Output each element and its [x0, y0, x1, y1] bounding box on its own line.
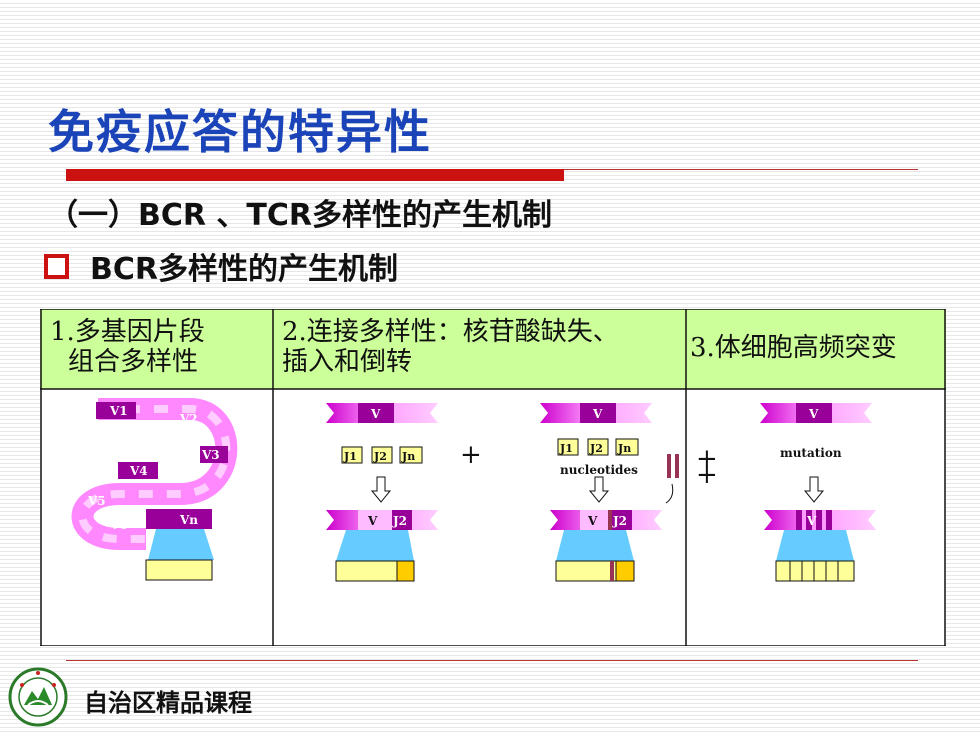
vj-j-segment-b	[612, 510, 632, 530]
down-arrow-icon	[803, 476, 825, 503]
header-cell-1: 1.多基因片段 组合多样性	[50, 317, 270, 377]
label-v6: V6	[109, 518, 128, 532]
title-red-bar	[66, 169, 564, 181]
jn-box-b	[615, 438, 639, 456]
curved-arrow-icon	[665, 483, 674, 504]
label-vn: Vn	[179, 513, 198, 527]
segment-v1	[96, 402, 136, 419]
vj-v-area-a	[358, 510, 392, 530]
j1-box-b	[557, 438, 579, 456]
university-logo	[8, 667, 68, 727]
mutation-stripe	[812, 510, 816, 530]
diversity-table-graphic: V1 V2 V3 V4 V5 V6 Vn V J1 J2 Jn V	[40, 308, 946, 647]
down-arrow-icon	[370, 476, 392, 503]
mutation-label: mutation	[780, 446, 842, 460]
j1-label-a: J1	[343, 450, 357, 463]
mutation-stripe	[802, 510, 806, 530]
j-protein-part-b	[615, 560, 635, 582]
footer-rule	[66, 660, 918, 661]
label-v3: V3	[201, 448, 220, 462]
j2-label-b: J2	[589, 442, 603, 455]
vj-v-area-b	[580, 510, 608, 530]
panel2-junction-b: V J1 J2 Jn nucleotides V J2	[540, 403, 679, 582]
vj-v-label-b: V	[587, 514, 598, 528]
j2-box-b	[587, 438, 609, 456]
v-segment-a	[358, 403, 394, 423]
panel3-hypermutation: V mutation V	[760, 403, 876, 582]
square-bullet-icon	[44, 254, 69, 279]
protein-box	[145, 559, 213, 581]
footer-course-label: 自治区精品课程	[84, 689, 252, 717]
jn-box-a	[399, 446, 423, 464]
mutated-v-label: V	[806, 514, 817, 528]
constant-region	[148, 529, 214, 560]
plus-sign-b: +	[696, 444, 718, 474]
header-2-line-1: 2.连接多样性：核苷酸缺失、	[282, 317, 619, 347]
table-header-row	[40, 309, 946, 389]
label-v2: V2	[179, 412, 198, 426]
mutation-stripe	[822, 510, 826, 530]
header-3-line-1: 3.体细胞高频突变	[690, 333, 897, 363]
nucleotides-label: nucleotides	[560, 463, 638, 477]
v-label-c: V	[808, 407, 819, 421]
nucleotide-bar-icon	[675, 454, 679, 478]
header-1-line-2: 组合多样性	[68, 347, 199, 377]
segment-v3	[200, 446, 228, 463]
j2-label-a: J2	[373, 450, 387, 463]
label-v5: V5	[87, 494, 106, 508]
header-1-line-1: 1.多基因片段	[50, 317, 205, 347]
segment-v4	[118, 462, 158, 479]
j2-box-a	[371, 446, 393, 464]
slide-title: 免疫应答的特异性	[48, 105, 432, 159]
v-label-b: V	[592, 407, 603, 421]
plus-sign-c: +	[696, 460, 718, 490]
header-cell-3: 3.体细胞高频突变	[690, 333, 946, 363]
protein-box-c	[775, 560, 855, 582]
jn-label-b: Jn	[617, 442, 631, 455]
label-v1: V1	[109, 404, 128, 418]
panel2-junction-a: V J1 J2 Jn V J2	[326, 403, 438, 582]
vj-v-label-a: V	[367, 514, 378, 528]
v-label-a: V	[370, 407, 381, 421]
j1-box-a	[341, 446, 363, 464]
university-seal-icon	[8, 667, 68, 727]
segment-ribbon-stripes	[78, 405, 231, 543]
plus-sign-a: +	[460, 440, 482, 470]
v-segment-b	[580, 403, 616, 423]
constant-region-b	[556, 530, 634, 561]
vj-j-segment-a	[392, 510, 412, 530]
panel1-gene-segments: V1 V2 V3 V4 V5 V6 Vn	[71, 398, 238, 581]
header-2-line-2: 插入和倒转	[282, 347, 413, 377]
bullet-point-text: BCR多样性的产生机制	[90, 252, 398, 287]
j-protein-part-a	[396, 560, 415, 582]
vj-j-label-a: J2	[392, 514, 407, 528]
v-segment-c	[796, 403, 832, 423]
j1-label-b: J1	[559, 442, 573, 455]
down-arrow-icon	[588, 476, 610, 503]
jn-label-a: Jn	[401, 450, 415, 463]
vj-j-label-b: J2	[612, 514, 627, 528]
constant-region-a	[336, 530, 414, 561]
nucleotide-bar-icon	[667, 454, 671, 478]
diversity-table: V1 V2 V3 V4 V5 V6 Vn V J1 J2 Jn V	[40, 308, 946, 647]
segment-vn	[146, 509, 212, 529]
mutation-lines	[789, 561, 839, 581]
label-v4: V4	[129, 464, 148, 478]
inserted-nucleotide	[608, 510, 612, 530]
constant-region-c	[776, 530, 854, 561]
header-cell-2: 2.连接多样性：核苷酸缺失、 插入和倒转	[282, 317, 686, 377]
section-subtitle: （一）BCR 、TCR多样性的产生机制	[48, 198, 553, 233]
inserted-protein-part	[610, 561, 614, 581]
